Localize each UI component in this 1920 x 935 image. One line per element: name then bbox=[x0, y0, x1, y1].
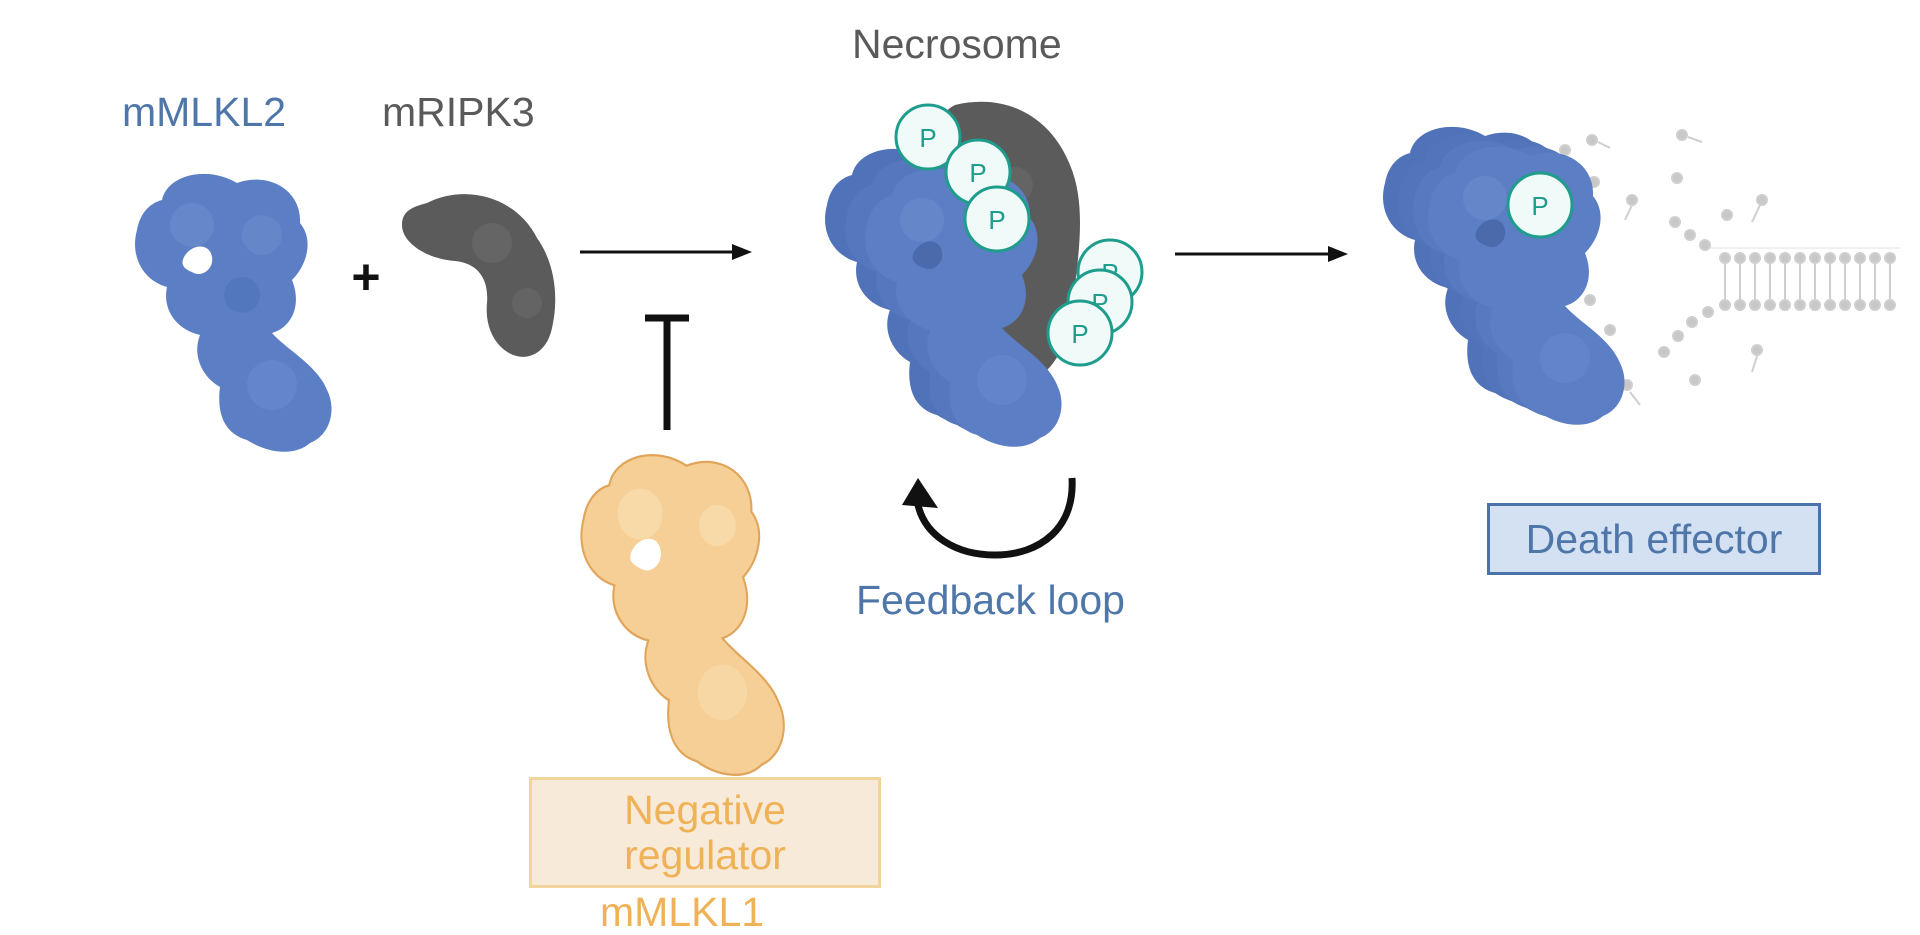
arrow-to-death-effector bbox=[1175, 246, 1348, 262]
phospho-label: P bbox=[1071, 319, 1088, 349]
negative-regulator-box: Negative regulator bbox=[529, 777, 881, 888]
mripk3-label: mRIPK3 bbox=[382, 89, 535, 135]
phospho-label: P bbox=[969, 158, 986, 188]
death-effector-box: Death effector bbox=[1487, 503, 1821, 575]
phospho-group: P bbox=[894, 103, 962, 171]
feedback-loop-label: Feedback loop bbox=[856, 577, 1125, 623]
mmlkl2-label: mMLKL2 bbox=[122, 89, 287, 135]
mlkl2-protein bbox=[135, 173, 332, 452]
phospho-group: P bbox=[963, 185, 1031, 253]
phospho-label: P bbox=[988, 205, 1005, 235]
mmlkl1-label: mMLKL1 bbox=[600, 889, 765, 935]
phospho-group: P bbox=[1506, 171, 1574, 239]
necrosome-label: Necrosome bbox=[852, 21, 1062, 67]
lipid-bilayer-lower bbox=[1658, 282, 1896, 358]
phospho-label: P bbox=[919, 123, 936, 153]
death-effector-complex bbox=[1383, 126, 1625, 425]
membrane-pore bbox=[1534, 129, 1900, 406]
feedback-loop-arrow bbox=[902, 477, 1076, 559]
arrow-to-necrosome bbox=[580, 244, 752, 260]
phospho-label: P bbox=[1531, 191, 1548, 221]
phospho-group: P bbox=[1046, 299, 1114, 367]
scattered-lipids bbox=[1534, 129, 1768, 406]
ripk3-protein bbox=[402, 194, 556, 357]
negative-regulator-line2: regulator bbox=[624, 831, 786, 878]
death-effector-label: Death effector bbox=[1525, 515, 1783, 562]
negative-regulator-line1: Negative bbox=[624, 787, 786, 834]
lipid-bilayer-upper bbox=[1669, 216, 1900, 282]
inhibition-bar bbox=[645, 314, 689, 430]
mlkl1-protein bbox=[580, 454, 785, 776]
plus-sign: + bbox=[351, 249, 380, 305]
